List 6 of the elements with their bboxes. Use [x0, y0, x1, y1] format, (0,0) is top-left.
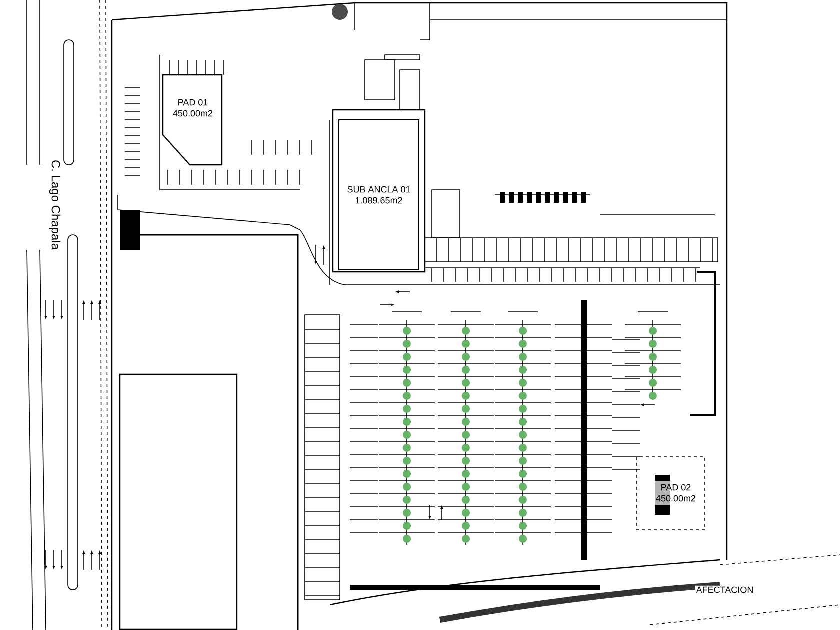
building-footprint: SUB ANCLA 01 1.089.65m2 — [332, 109, 426, 273]
street-name: C. Lago Chapala — [48, 158, 62, 252]
area-label: AFECTACION — [695, 586, 755, 594]
building-footprint: PAD 02 450.00m2 — [652, 481, 700, 506]
building-footprint — [119, 374, 238, 630]
building-footprint: PAD 01 450.00m2 — [162, 74, 223, 166]
